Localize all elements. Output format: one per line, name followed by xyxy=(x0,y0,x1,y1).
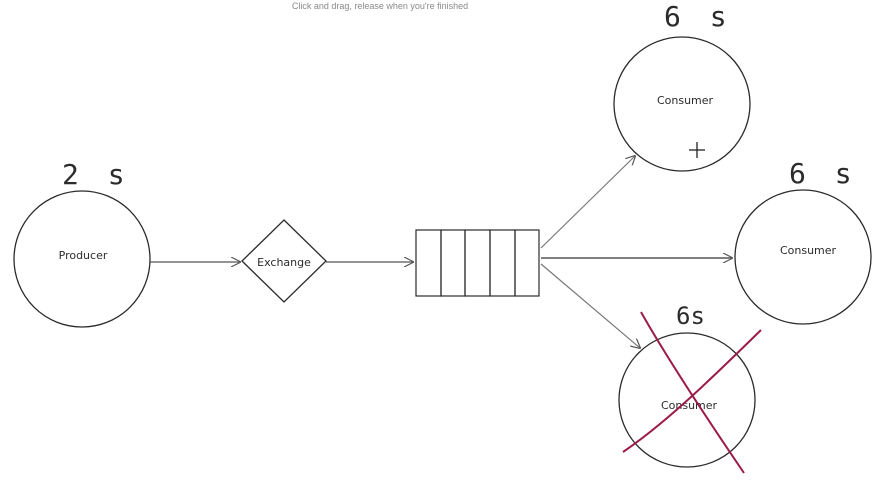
queue-slot xyxy=(514,229,540,297)
consumer-top-timing: 6 s xyxy=(664,0,733,33)
queue-slot xyxy=(440,229,466,297)
consumer-middle-label: Consumer xyxy=(780,244,837,257)
consumer-bottom-node[interactable]: Consumer xyxy=(618,332,756,468)
arrow-queue-consumer-bottom xyxy=(540,263,640,348)
producer-label: Producer xyxy=(59,249,108,262)
arrow-queue-consumer-top xyxy=(540,156,635,249)
cross-out-mark xyxy=(622,311,762,474)
crosshair-cursor-icon xyxy=(689,142,705,158)
consumer-middle-timing: 6 s xyxy=(789,157,858,190)
consumer-top-label: Consumer xyxy=(657,94,714,107)
instruction-hint: Click and drag, release when you're fini… xyxy=(291,1,469,11)
producer-timing: 2 s xyxy=(62,158,131,191)
queue-slot xyxy=(415,229,442,297)
consumer-top-node[interactable]: Consumer xyxy=(613,36,751,172)
producer-node[interactable]: Producer xyxy=(13,190,151,328)
consumer-bottom-timing: 6s xyxy=(676,302,705,330)
queue-slot xyxy=(464,229,491,297)
queue[interactable] xyxy=(415,229,540,297)
consumer-bottom-label: Consumer xyxy=(661,399,718,412)
exchange-node[interactable]: Exchange xyxy=(241,219,327,303)
queue-slot xyxy=(489,229,516,297)
exchange-label: Exchange xyxy=(257,256,311,269)
consumer-middle-node[interactable]: Consumer xyxy=(734,189,872,325)
